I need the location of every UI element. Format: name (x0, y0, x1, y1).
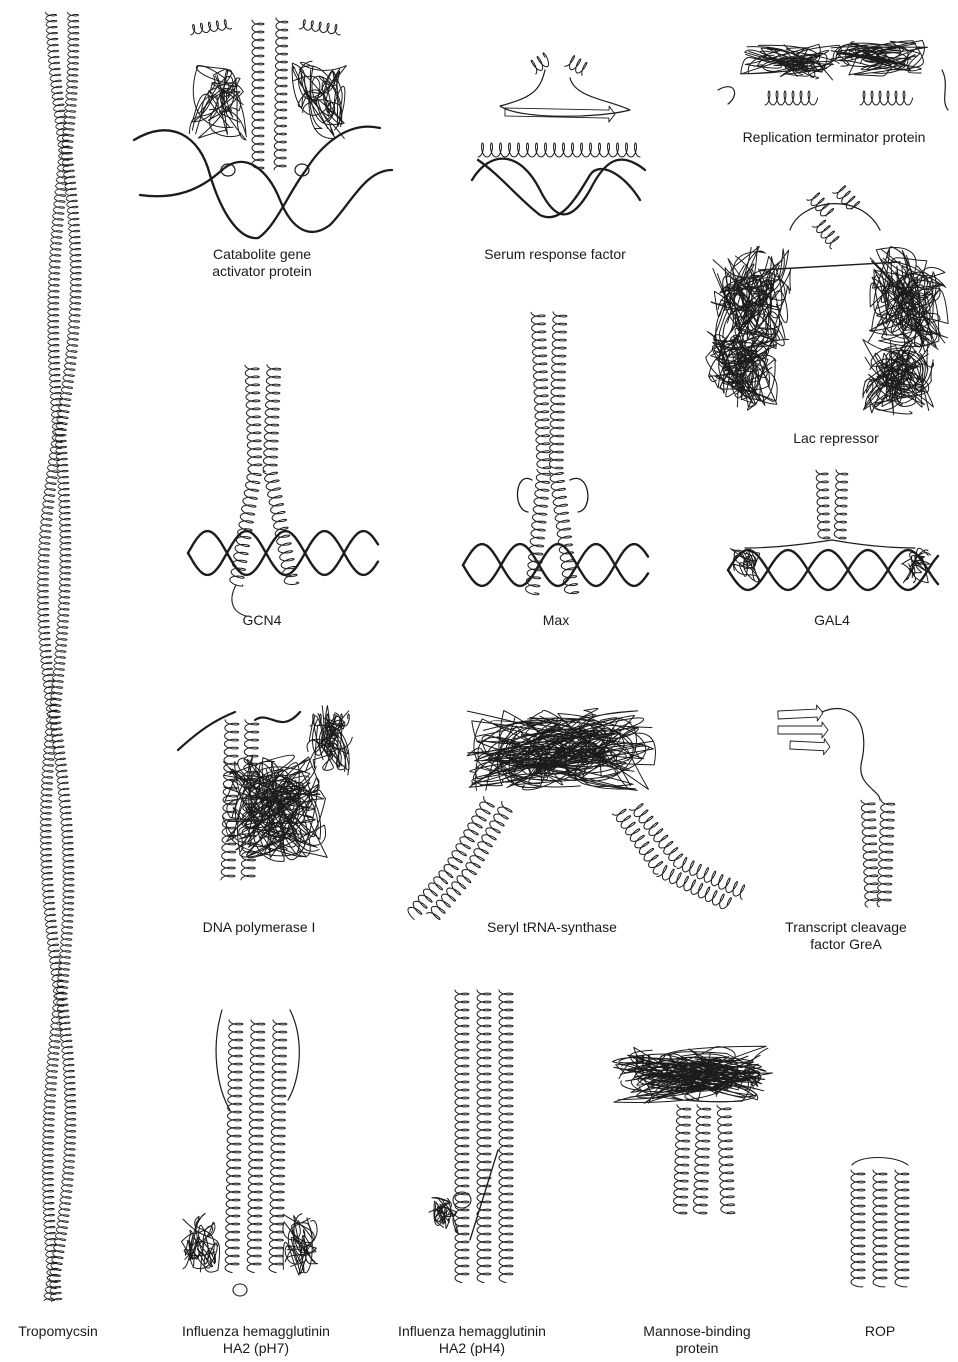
rop-structure (851, 1158, 909, 1287)
label-gal4: GAL4 (814, 612, 850, 629)
label-seryl-trna-synthase: Seryl tRNA-synthase (487, 919, 617, 936)
mannose-binding-structure (612, 1046, 772, 1214)
ha2-ph7-structure (182, 1010, 318, 1296)
gcn4-structure (188, 365, 378, 616)
lac-repressor-structure (706, 186, 948, 415)
label-tropomyosin: Tropomycsin (18, 1323, 98, 1340)
seryl-trna-synthase-structure (408, 708, 745, 919)
gal4-structure (728, 470, 938, 590)
tropomyosin-structure (37, 12, 81, 1301)
serum-response-factor-structure (472, 53, 645, 217)
label-replication-terminator: Replication terminator protein (743, 129, 926, 146)
dna-polymerase-structure (178, 706, 352, 880)
label-lac-repressor: Lac repressor (793, 430, 879, 447)
label-rop: ROP (865, 1323, 895, 1340)
label-max: Max (543, 612, 569, 629)
label-gcn4: GCN4 (243, 612, 282, 629)
ha2-ph4-structure (429, 990, 513, 1283)
catabolite-activator-structure (134, 18, 392, 238)
label-serum-response-factor: Serum response factor (484, 246, 626, 263)
transcript-cleavage-grea-structure (778, 705, 895, 907)
replication-terminator-structure (718, 40, 948, 110)
max-structure (463, 312, 648, 595)
label-dna-polymerase-i: DNA polymerase I (203, 919, 316, 936)
